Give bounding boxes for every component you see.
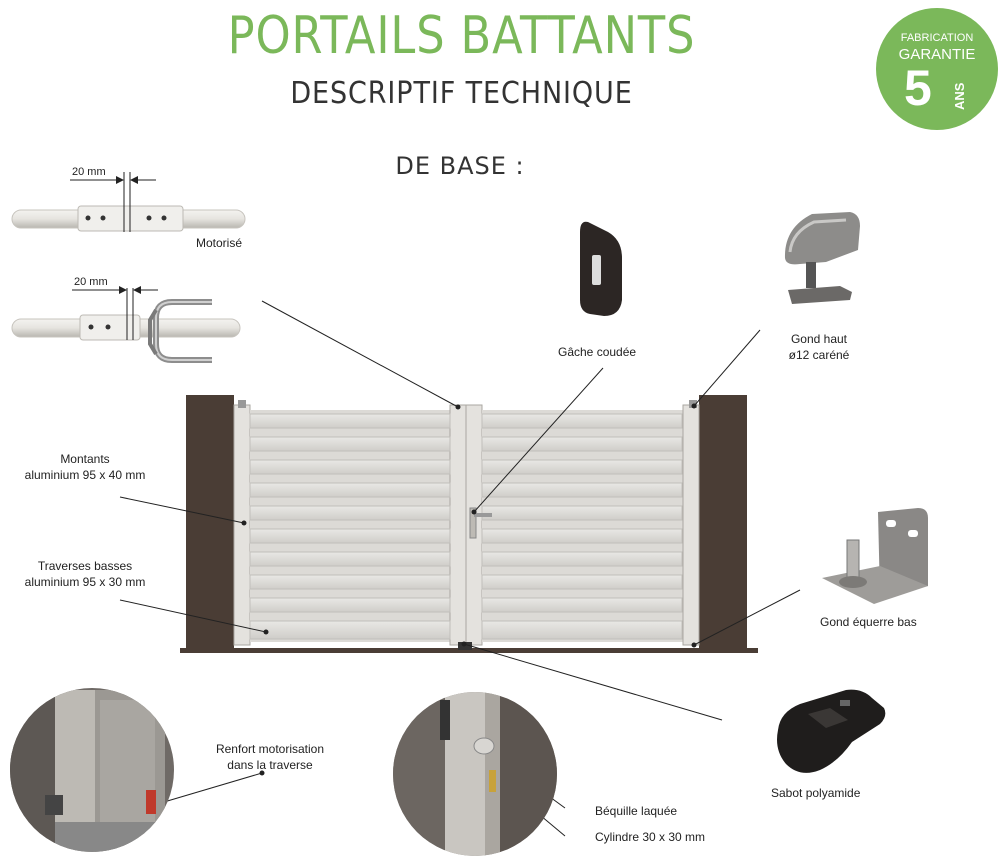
dim-label-bottom: 20 mm — [74, 276, 108, 288]
label-traverses-1: Traverses basses — [37, 559, 133, 573]
label-gond-haut-1: Gond haut — [790, 332, 848, 346]
label-cylindre: Cylindre 30 x 30 mm — [595, 830, 706, 844]
detail-motorise — [11, 172, 246, 232]
gate-handle — [469, 507, 492, 539]
label-bequille: Béquille laquée — [595, 804, 678, 818]
detail-bequille — [393, 692, 557, 856]
label-sabot: Sabot polyamide — [771, 786, 861, 800]
section-title: DE BASE : — [395, 152, 525, 180]
label-traverses: Traverses basses aluminium 95 x 30 mm — [10, 558, 160, 590]
detail-renfort — [10, 688, 174, 852]
label-renfort-1: Renfort motorisation — [215, 742, 325, 756]
gond-haut-icon — [784, 212, 860, 304]
pillar-left — [186, 395, 234, 648]
badge-line1: FABRICATION — [900, 32, 974, 44]
gate-slats — [249, 413, 683, 640]
badge-line2: GARANTIE — [898, 46, 976, 63]
ground-line — [180, 648, 758, 653]
hinge-top-left — [238, 400, 246, 408]
page-title: PORTAILS BATTANTS — [227, 6, 696, 66]
leader-dots — [241, 403, 697, 776]
detail-handle — [11, 286, 241, 363]
gond-bas-icon — [822, 508, 928, 604]
badge-years: 5 — [904, 60, 932, 116]
label-gond-haut: Gond haut ø12 caréné — [779, 331, 859, 363]
sabot-icon — [777, 689, 886, 773]
label-montants: Montants aluminium 95 x 40 mm — [10, 451, 160, 483]
label-gache: Gâche coudée — [558, 345, 637, 359]
page-subtitle: DESCRIPTIF TECHNIQUE — [290, 76, 633, 111]
gache-icon — [580, 221, 622, 316]
pillar-right — [699, 395, 747, 648]
label-renfort-2: dans la traverse — [227, 758, 313, 772]
label-montants-1: Montants — [60, 452, 110, 466]
label-gond-bas: Gond équerre bas — [820, 615, 917, 629]
label-montants-2: aluminium 95 x 40 mm — [24, 468, 146, 482]
dim-label-top: 20 mm — [72, 166, 106, 178]
label-renfort: Renfort motorisation dans la traverse — [200, 741, 340, 773]
guarantee-badge: FABRICATION GARANTIE 5 ANS — [876, 8, 998, 130]
label-traverses-2: aluminium 95 x 30 mm — [24, 575, 146, 589]
label-gond-haut-2: ø12 caréné — [788, 348, 850, 362]
label-motorise: Motorisé — [196, 236, 243, 250]
